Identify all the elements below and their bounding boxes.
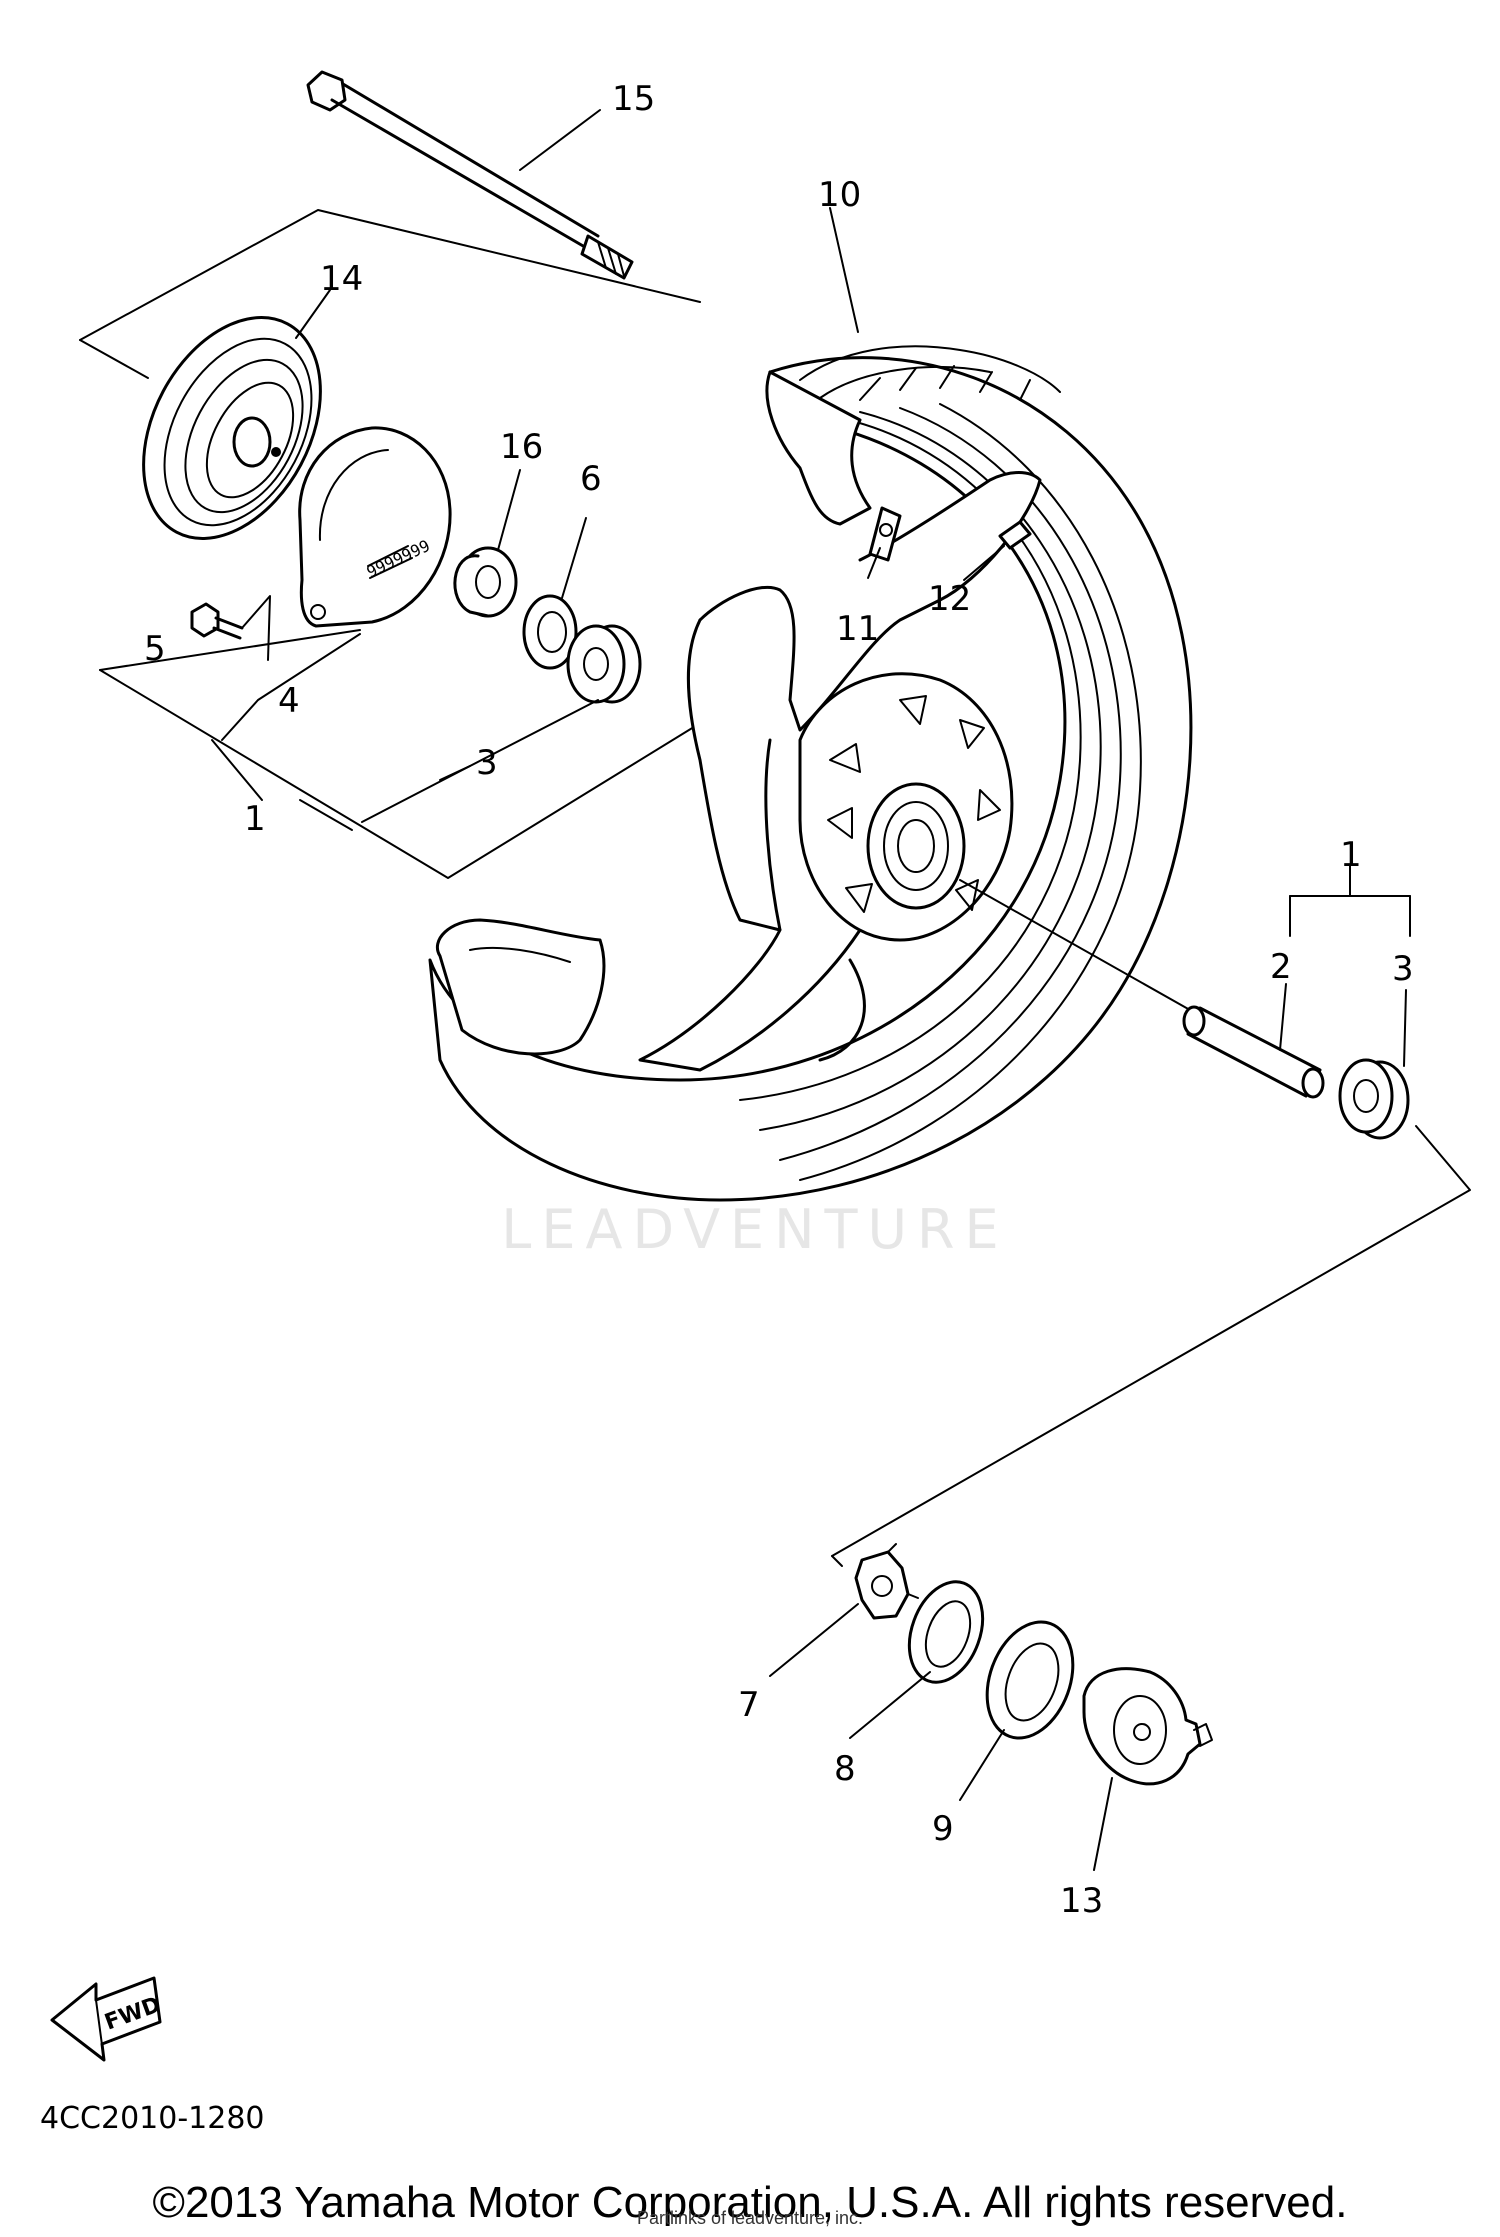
bolt-part-5 — [190, 595, 271, 661]
callout-7: 7 — [738, 1685, 760, 1725]
gear-unit-part-13 — [1082, 1667, 1213, 1786]
callout-5: 5 — [144, 629, 166, 669]
wheel-assembly — [428, 345, 1193, 1202]
callout-8: 8 — [834, 1749, 856, 1789]
callout-1-right: 1 — [1340, 835, 1362, 875]
callout-3-right: 3 — [1392, 949, 1414, 989]
callout-11: 11 — [836, 609, 879, 649]
leader-lines-wheel — [295, 109, 1005, 599]
callout-1-left: 1 — [244, 799, 266, 839]
axle-centerline — [959, 879, 1191, 1011]
seal-part-6 — [522, 594, 578, 670]
leader-lines-lower — [769, 1603, 1113, 1871]
leader-box-upper — [79, 209, 701, 379]
callout-10: 10 — [818, 175, 861, 215]
callout-6: 6 — [580, 459, 602, 499]
callout-4: 4 — [278, 681, 300, 721]
diagram-code: 4CC2010-1280 — [40, 2101, 265, 2136]
watermark-text: LEADVENTURE — [501, 1198, 1008, 1261]
callout-12: 12 — [928, 579, 971, 619]
callout-13: 13 — [1060, 1881, 1103, 1921]
collar-part-2 — [1182, 1005, 1325, 1099]
seal-part-9 — [985, 1620, 1075, 1740]
bearing-part-3-left — [566, 624, 642, 704]
gear-part-7 — [854, 1543, 919, 1620]
axle-part-15 — [306, 70, 634, 280]
plate-part-4: 9999999 — [298, 426, 452, 628]
callout-2-right: 2 — [1270, 947, 1292, 987]
bearing-part-3-right — [1338, 1058, 1410, 1140]
fwd-arrow-icon: FWD — [50, 1976, 164, 2062]
collar-part-16 — [453, 546, 518, 618]
copyright-notice: ©2013 Yamaha Motor Corporation, U.S.A. A… — [152, 2178, 1348, 2227]
copyright-subtext: Partlinks of leadventure, inc. — [636, 2208, 864, 2228]
callout-9: 9 — [932, 1809, 954, 1849]
leader-lines-left — [99, 629, 703, 879]
ring-part-8 — [907, 1580, 985, 1684]
callout-14: 14 — [320, 259, 363, 299]
cover-part-14 — [142, 316, 322, 540]
callout-3-left: 3 — [476, 743, 498, 783]
callout-15: 15 — [612, 79, 655, 119]
callout-16: 16 — [500, 427, 543, 467]
leader-lines-right — [831, 865, 1471, 1567]
